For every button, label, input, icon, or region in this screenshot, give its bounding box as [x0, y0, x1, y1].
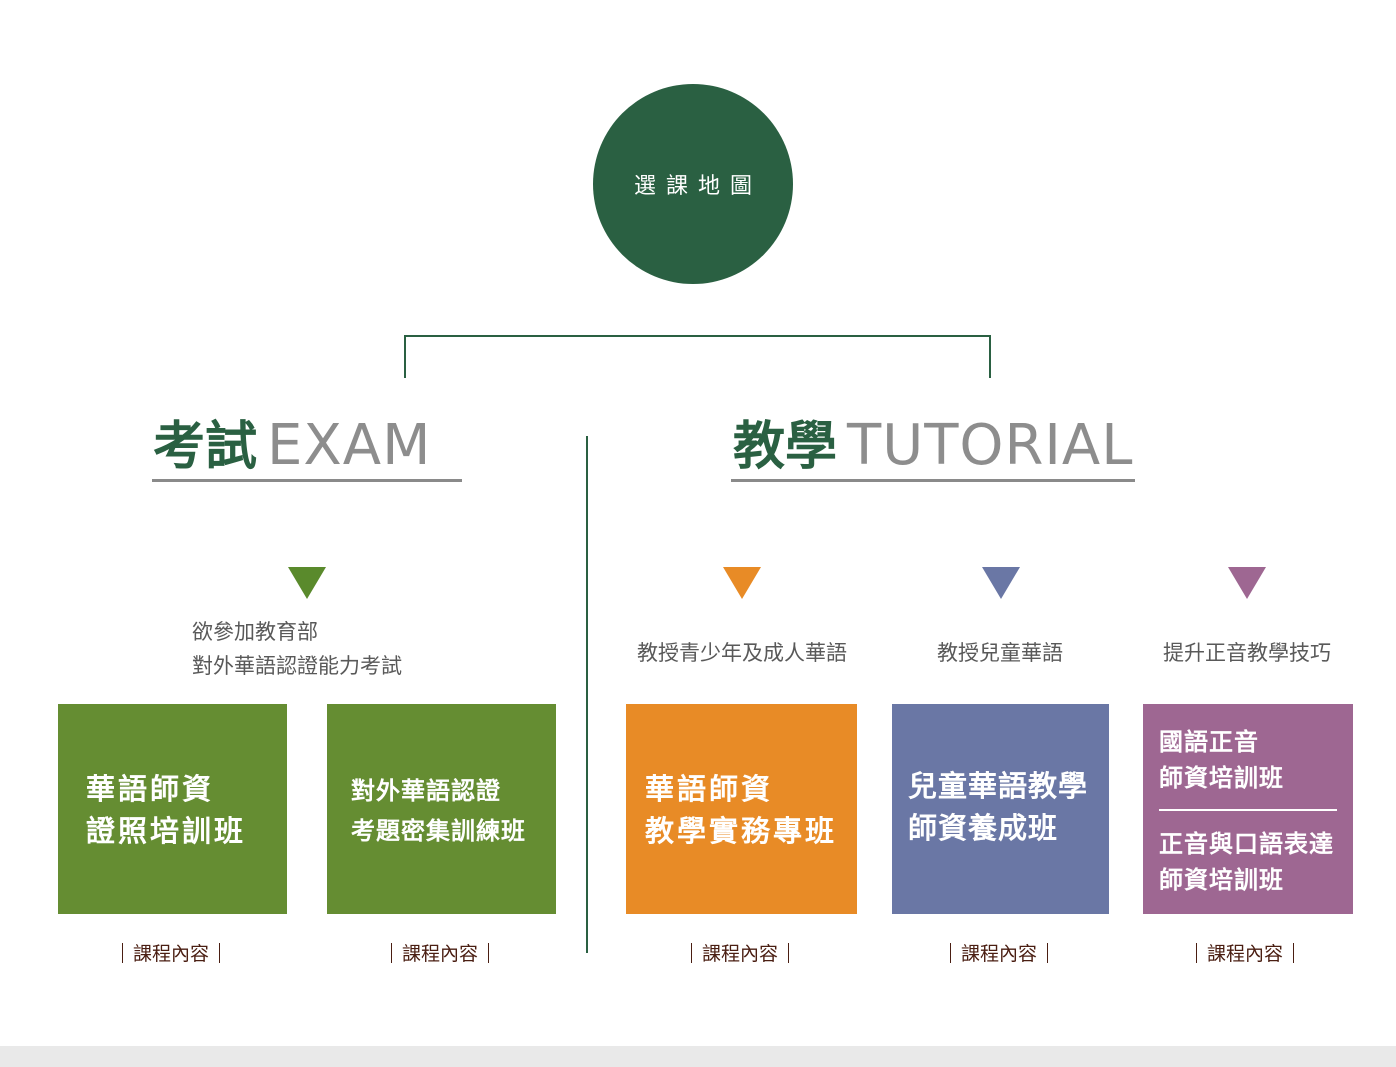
course-title-line2: 考題密集訓練班 [351, 816, 526, 845]
link-bar-left [391, 942, 392, 963]
exam-description-line1: 欲參加教育部 [192, 620, 318, 644]
course-content-link-green-1[interactable]: 課程內容 [112, 939, 230, 966]
purple-description: 提升正音教學技巧 [1163, 641, 1331, 665]
link-bar-right [488, 942, 490, 963]
link-label: 課程內容 [961, 943, 1038, 965]
course-title-line2: 教學實務專班 [645, 814, 838, 848]
course-title-line1: 正音與口語表達 [1159, 829, 1334, 858]
course-title-line2: 證照培訓班 [86, 814, 247, 848]
link-label: 課程內容 [702, 943, 779, 965]
course-title-line1: 華語師資 [645, 772, 774, 806]
footer-strip [0, 1046, 1396, 1067]
link-bar-right [1293, 942, 1295, 963]
triangle-orange [723, 567, 761, 599]
course-content-link-orange[interactable]: 課程內容 [681, 939, 799, 966]
course-box-orange[interactable]: 華語師資 教學實務專班 [626, 704, 857, 914]
course-content-link-purple[interactable]: 課程內容 [1186, 939, 1304, 966]
link-bar-left [691, 942, 692, 963]
link-label: 課程內容 [1207, 943, 1284, 965]
course-title-line2: 師資培訓班 [1159, 865, 1284, 894]
section-heading-tutorial-zh: 教學 [733, 416, 838, 477]
triangle-blue [982, 567, 1020, 599]
exam-description: 欲參加教育部 對外華語認證能力考試 [192, 615, 402, 683]
link-label: 課程內容 [402, 943, 479, 965]
course-content-link-green-2[interactable]: 課程內容 [381, 939, 499, 966]
link-label: 課程內容 [133, 943, 210, 965]
connector-horizontal [404, 335, 991, 337]
orange-description: 教授青少年及成人華語 [637, 641, 847, 665]
section-divider [586, 436, 588, 953]
course-box-blue[interactable]: 兒童華語教學 師資養成班 [892, 704, 1109, 914]
root-label: 選課地圖 [633, 174, 762, 199]
link-bar-left [122, 942, 123, 963]
link-bar-left [1196, 942, 1197, 963]
course-box-green-2[interactable]: 對外華語認證 考題密集訓練班 [327, 704, 556, 914]
section-underline-exam [152, 479, 462, 482]
section-heading-tutorial-en: TUTORIAL [847, 413, 1134, 478]
connector-left-drop [404, 335, 406, 378]
section-heading-exam-en: EXAM [267, 413, 432, 478]
link-bar-right [219, 942, 221, 963]
purple-divider [1159, 809, 1337, 811]
section-underline-tutorial [731, 479, 1135, 482]
course-box-green-1[interactable]: 華語師資 證照培訓班 [58, 704, 287, 914]
connector-right-drop [989, 335, 991, 378]
course-title-line2: 師資養成班 [908, 811, 1059, 845]
blue-description: 教授兒童華語 [937, 641, 1063, 665]
section-heading-exam-zh: 考試 [153, 416, 258, 477]
course-title-line1: 兒童華語教學 [908, 769, 1089, 803]
course-title-line1: 華語師資 [86, 772, 215, 806]
course-purple-b[interactable]: 正音與口語表達 師資培訓班 [1159, 826, 1334, 898]
triangle-purple [1228, 567, 1266, 599]
link-bar-right [1047, 942, 1049, 963]
course-purple-a[interactable]: 國語正音 師資培訓班 [1159, 724, 1284, 796]
course-title-line2: 師資培訓班 [1159, 763, 1284, 792]
link-bar-left [950, 942, 951, 963]
root-node: 選課地圖 [593, 84, 793, 284]
triangle-exam [288, 567, 326, 599]
course-title-line1: 對外華語認證 [351, 776, 501, 805]
exam-description-line2: 對外華語認證能力考試 [192, 654, 402, 678]
course-title-line1: 國語正音 [1159, 727, 1259, 756]
course-box-purple: 國語正音 師資培訓班 正音與口語表達 師資培訓班 [1143, 704, 1353, 914]
link-bar-right [788, 942, 790, 963]
course-content-link-blue[interactable]: 課程內容 [940, 939, 1058, 966]
